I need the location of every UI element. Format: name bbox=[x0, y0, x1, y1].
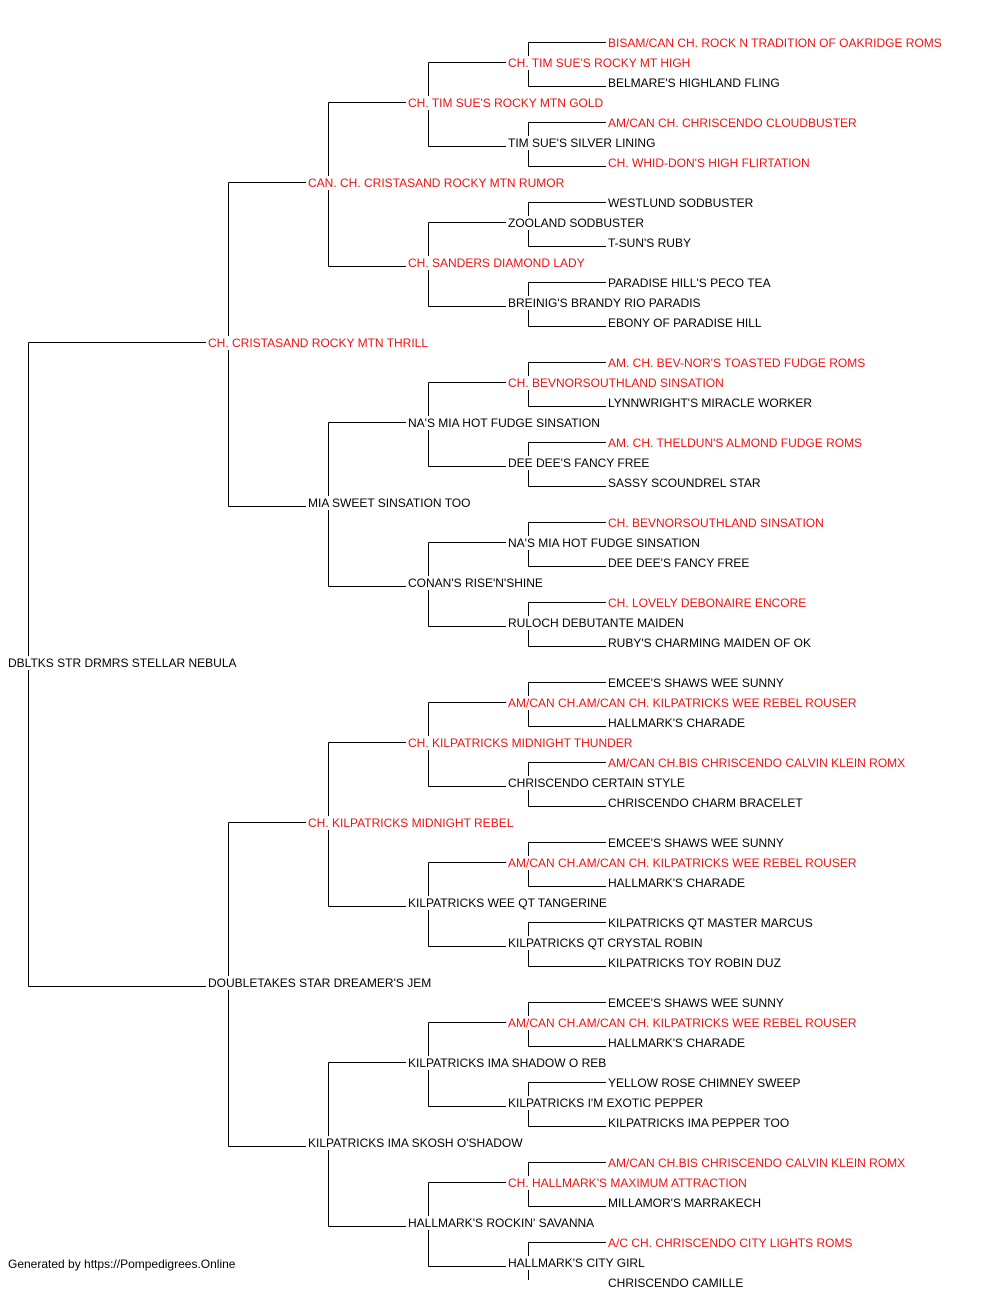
ancestor-name-gen4: TIM SUE'S SILVER LINING bbox=[508, 136, 658, 150]
ancestor-name-gen5: AM/CAN CH.BIS CHRISCENDO CALVIN KLEIN RO… bbox=[608, 756, 908, 770]
ancestor-name-gen5: BISAM/CAN CH. ROCK N TRADITION OF OAKRID… bbox=[608, 36, 944, 50]
ancestor-name-gen3: KILPATRICKS IMA SHADOW O REB bbox=[408, 1056, 609, 1070]
ancestor-name-gen5: LYNNWRIGHT'S MIRACLE WORKER bbox=[608, 396, 815, 410]
ancestor-name-gen2: MIA SWEET SINSATION TOO bbox=[308, 496, 473, 510]
ancestor-name-gen5: MILLAMOR'S MARRAKECH bbox=[608, 1196, 763, 1210]
ancestor-name-gen3: CH. SANDERS DIAMOND LADY bbox=[408, 256, 587, 270]
ancestor-name-gen5: AM/CAN CH. CHRISCENDO CLOUDBUSTER bbox=[608, 116, 859, 130]
ancestor-name-gen5: CH. WHID-DON'S HIGH FLIRTATION bbox=[608, 156, 812, 170]
ancestor-name-gen3: HALLMARK'S ROCKIN' SAVANNA bbox=[408, 1216, 597, 1230]
ancestor-name-gen5: HALLMARK'S CHARADE bbox=[608, 716, 747, 730]
ancestor-name-gen5: WESTLUND SODBUSTER bbox=[608, 196, 756, 210]
ancestor-name-gen4: CH. BEVNORSOUTHLAND SINSATION bbox=[508, 376, 726, 390]
ancestor-name-gen5: A/C CH. CHRISCENDO CITY LIGHTS ROMS bbox=[608, 1236, 855, 1250]
ancestor-name-gen5: RUBY'S CHARMING MAIDEN OF OK bbox=[608, 636, 813, 650]
ancestor-name-gen4: NA'S MIA HOT FUDGE SINSATION bbox=[508, 536, 702, 550]
ancestor-name-gen5: AM/CAN CH.BIS CHRISCENDO CALVIN KLEIN RO… bbox=[608, 1156, 908, 1170]
ancestor-name-gen5: EMCEE'S SHAWS WEE SUNNY bbox=[608, 996, 786, 1010]
ancestor-name-gen5: CH. LOVELY DEBONAIRE ENCORE bbox=[608, 596, 809, 610]
ancestor-name-gen5: AM. CH. BEV-NOR'S TOASTED FUDGE ROMS bbox=[608, 356, 868, 370]
ancestor-name-gen2: CH. KILPATRICKS MIDNIGHT REBEL bbox=[308, 816, 516, 830]
ancestor-name-gen3: CH. TIM SUE'S ROCKY MTN GOLD bbox=[408, 96, 606, 110]
ancestor-name-gen4: AM/CAN CH.AM/CAN CH. KILPATRICKS WEE REB… bbox=[508, 856, 859, 870]
ancestor-name-gen3: CONAN'S RISE'N'SHINE bbox=[408, 576, 545, 590]
ancestor-name-gen5: EMCEE'S SHAWS WEE SUNNY bbox=[608, 836, 786, 850]
ancestor-name-gen5: HALLMARK'S CHARADE bbox=[608, 876, 747, 890]
ancestor-name-gen3: KILPATRICKS WEE QT TANGERINE bbox=[408, 896, 609, 910]
ancestor-name-gen5: AM. CH. THELDUN'S ALMOND FUDGE ROMS bbox=[608, 436, 865, 450]
ancestor-name-gen4: RULOCH DEBUTANTE MAIDEN bbox=[508, 616, 686, 630]
ancestor-name-gen5: CHRISCENDO CHARM BRACELET bbox=[608, 796, 805, 810]
ancestor-name-gen5: BELMARE'S HIGHLAND FLING bbox=[608, 76, 782, 90]
ancestor-name-gen4: CH. HALLMARK'S MAXIMUM ATTRACTION bbox=[508, 1176, 749, 1190]
footer-credit: Generated by https://Pompedigrees.Online bbox=[8, 1257, 236, 1271]
ancestor-name-gen5: T-SUN'S RUBY bbox=[608, 236, 693, 250]
ancestor-name-gen5: KILPATRICKS TOY ROBIN DUZ bbox=[608, 956, 783, 970]
ancestor-name-gen4: AM/CAN CH.AM/CAN CH. KILPATRICKS WEE REB… bbox=[508, 696, 859, 710]
ancestor-name-gen5: KILPATRICKS IMA PEPPER TOO bbox=[608, 1116, 792, 1130]
ancestor-name-gen5: HALLMARK'S CHARADE bbox=[608, 1036, 747, 1050]
ancestor-name-gen2: CAN. CH. CRISTASAND ROCKY MTN RUMOR bbox=[308, 176, 567, 190]
ancestor-name-gen5: CH. BEVNORSOUTHLAND SINSATION bbox=[608, 516, 826, 530]
ancestor-name-gen1: DOUBLETAKES STAR DREAMER'S JEM bbox=[208, 976, 434, 990]
subject-name: DBLTKS STR DRMRS STELLAR NEBULA bbox=[8, 656, 239, 670]
ancestor-name-gen5: CHRISCENDO CAMILLE bbox=[608, 1276, 746, 1290]
ancestor-name-gen5: SASSY SCOUNDREL STAR bbox=[608, 476, 763, 490]
ancestor-name-gen5: EBONY OF PARADISE HILL bbox=[608, 316, 764, 330]
ancestor-name-gen5: KILPATRICKS QT MASTER MARCUS bbox=[608, 916, 815, 930]
ancestor-name-gen4: ZOOLAND SODBUSTER bbox=[508, 216, 647, 230]
ancestor-name-gen4: HALLMARK'S CITY GIRL bbox=[508, 1256, 647, 1270]
ancestor-name-gen4: CH. TIM SUE'S ROCKY MT HIGH bbox=[508, 56, 693, 70]
ancestor-name-gen4: DEE DEE'S FANCY FREE bbox=[508, 456, 652, 470]
ancestor-name-gen4: CHRISCENDO CERTAIN STYLE bbox=[508, 776, 687, 790]
ancestor-name-gen4: KILPATRICKS QT CRYSTAL ROBIN bbox=[508, 936, 705, 950]
ancestor-name-gen5: PARADISE HILL'S PECO TEA bbox=[608, 276, 773, 290]
ancestor-name-gen4: KILPATRICKS I'M EXOTIC PEPPER bbox=[508, 1096, 706, 1110]
ancestor-name-gen4: BREINIG'S BRANDY RIO PARADIS bbox=[508, 296, 703, 310]
ancestor-name-gen3: NA'S MIA HOT FUDGE SINSATION bbox=[408, 416, 602, 430]
ancestor-name-gen5: YELLOW ROSE CHIMNEY SWEEP bbox=[608, 1076, 803, 1090]
ancestor-name-gen4: AM/CAN CH.AM/CAN CH. KILPATRICKS WEE REB… bbox=[508, 1016, 859, 1030]
ancestor-name-gen5: EMCEE'S SHAWS WEE SUNNY bbox=[608, 676, 786, 690]
ancestor-name-gen5: DEE DEE'S FANCY FREE bbox=[608, 556, 752, 570]
ancestor-name-gen2: KILPATRICKS IMA SKOSH O'SHADOW bbox=[308, 1136, 525, 1150]
ancestor-name-gen3: CH. KILPATRICKS MIDNIGHT THUNDER bbox=[408, 736, 635, 750]
ancestor-name-gen1: CH. CRISTASAND ROCKY MTN THRILL bbox=[208, 336, 431, 350]
